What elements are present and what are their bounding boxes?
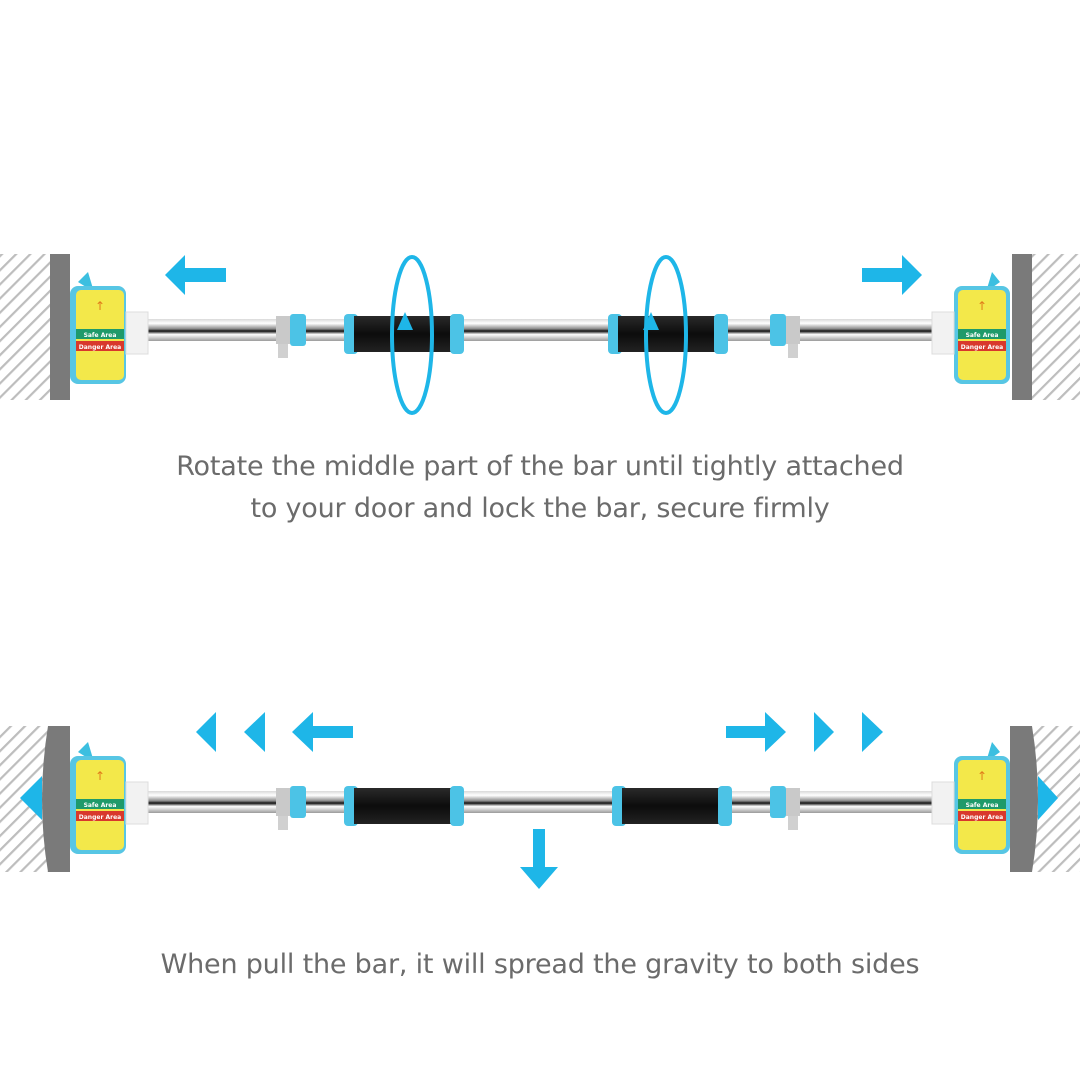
arrow-right-icon (726, 712, 786, 752)
right-door-frame (1012, 254, 1032, 400)
triangle-right-icon (814, 712, 834, 752)
right-lock-collar (770, 314, 800, 358)
right-grip (608, 314, 728, 354)
bar-tube (140, 791, 940, 813)
right-grip (612, 786, 732, 826)
pull-caption-line: When pull the bar, it will spread the gr… (160, 949, 920, 980)
left-end-cap: ↑ Safe Area Danger Area (70, 272, 149, 384)
right-end-cap: ↑ Safe Area Danger Area (931, 272, 1010, 384)
svg-text:↑: ↑ (95, 769, 105, 783)
bar-tube (140, 319, 940, 341)
right-lock-collar (770, 786, 800, 830)
right-door-frame (1010, 726, 1038, 872)
arrow-right-icon (862, 255, 922, 295)
svg-text:Danger Area: Danger Area (961, 344, 1003, 351)
left-grip (344, 314, 464, 354)
svg-text:Safe Area: Safe Area (966, 802, 999, 809)
triangle-left-icon (196, 712, 216, 752)
triangle-right-icon (862, 712, 883, 752)
triangle-left-icon-wall (20, 776, 42, 820)
pull-step-caption: When pull the bar, it will spread the gr… (0, 944, 1080, 986)
rotate-caption-line-2: to your door and lock the bar, secure fi… (250, 493, 830, 524)
left-door-frame (50, 254, 70, 400)
svg-text:Safe Area: Safe Area (84, 332, 117, 339)
right-end-cap: ↑ Safe Area Danger Area (931, 742, 1010, 854)
svg-text:Safe Area: Safe Area (84, 802, 117, 809)
triangle-left-icon (244, 712, 265, 752)
arrow-left-icon (165, 255, 226, 295)
rotation-ellipse-icon-right (643, 255, 688, 415)
left-grip (344, 786, 464, 826)
triangle-right-icon-wall (1038, 776, 1058, 820)
svg-text:Danger Area: Danger Area (79, 344, 121, 351)
left-lock-collar (276, 314, 306, 358)
rotate-caption-line-1: Rotate the middle part of the bar until … (176, 451, 904, 482)
left-wall (0, 254, 52, 400)
svg-text:Safe Area: Safe Area (966, 332, 999, 339)
svg-text:↑: ↑ (95, 299, 105, 313)
pull-step-diagram: ↑ Safe Area Danger Area ↑ Safe Area Dang… (0, 700, 1080, 900)
rotate-step-diagram: ↑ Safe Area Danger Area ↑ Safe Area Dang… (0, 240, 1080, 430)
arrow-left-icon (292, 712, 353, 752)
rotation-ellipse-icon-left (390, 255, 434, 415)
svg-text:↑: ↑ (977, 769, 987, 783)
right-wall (1030, 254, 1080, 400)
left-door-frame (42, 726, 70, 872)
left-lock-collar (276, 786, 306, 830)
rotate-step-caption: Rotate the middle part of the bar until … (0, 446, 1080, 530)
svg-text:Danger Area: Danger Area (79, 814, 121, 821)
left-end-cap: ↑ Safe Area Danger Area (70, 742, 149, 854)
svg-text:Danger Area: Danger Area (961, 814, 1003, 821)
pull-step-illustration: ↑ Safe Area Danger Area ↑ Safe Area Dang… (0, 712, 1080, 889)
arrow-down-icon (520, 829, 558, 889)
rotate-step-illustration: ↑ Safe Area Danger Area ↑ Safe Area Dang… (0, 254, 1080, 415)
svg-text:↑: ↑ (977, 299, 987, 313)
